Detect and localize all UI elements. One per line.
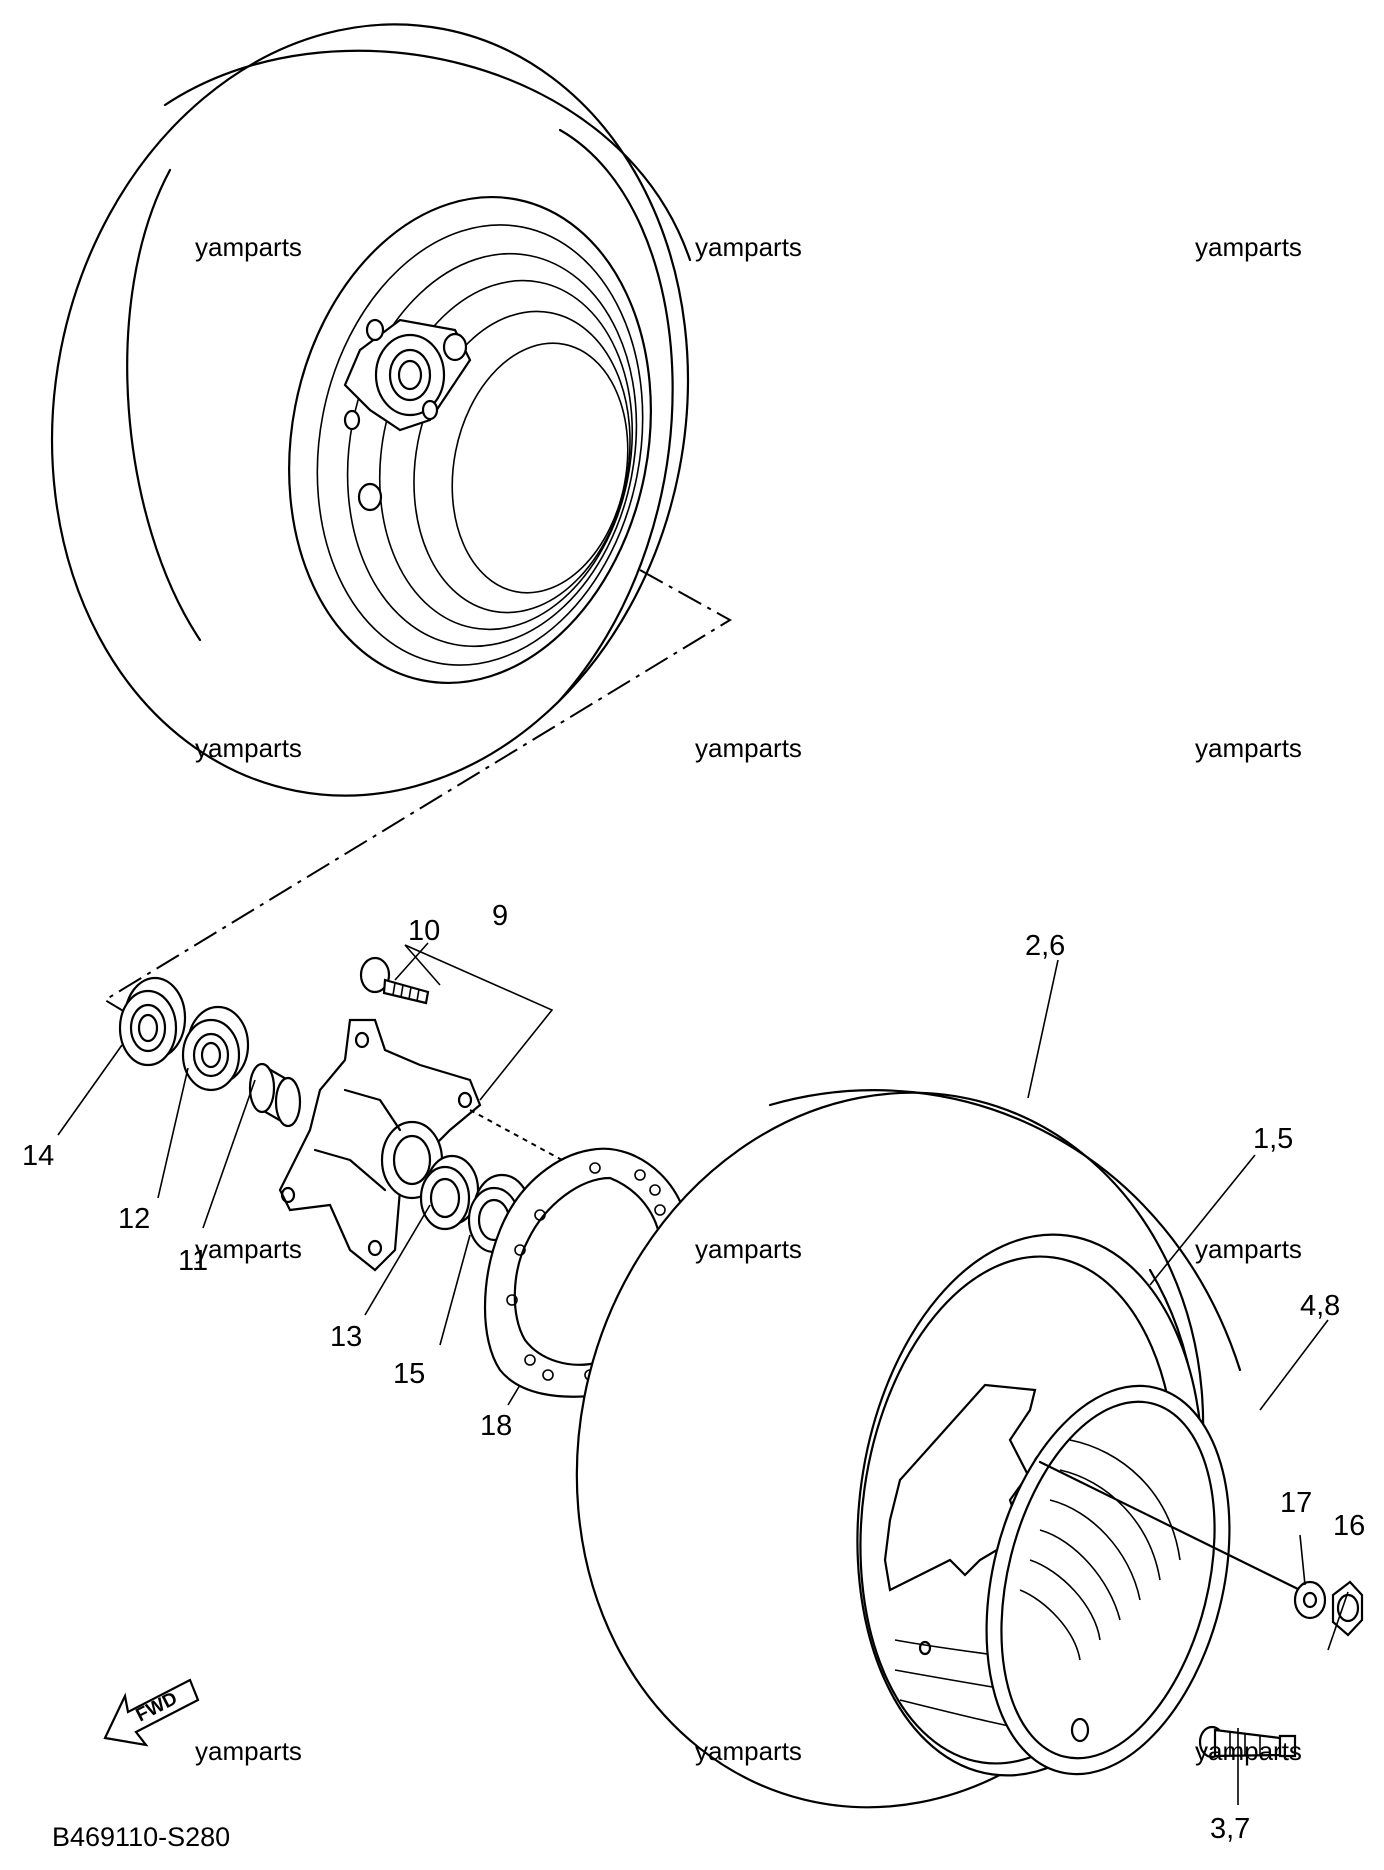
spacer-11 (248, 1062, 302, 1128)
top-assembled-wheel (50, 23, 692, 797)
assembly-line-stud (1038, 1460, 1302, 1592)
callout-9: 9 (492, 900, 508, 932)
watermark: yamparts (195, 733, 302, 763)
watermark: yamparts (695, 1736, 802, 1766)
washer-17 (1293, 1580, 1327, 1620)
callout-12: 12 (118, 1203, 150, 1235)
callout-10: 10 (408, 915, 440, 947)
callout-15: 15 (393, 1358, 425, 1390)
hub-9 (278, 1018, 482, 1272)
watermark: yamparts (1195, 1234, 1302, 1264)
fwd-arrow: FWD (103, 1678, 200, 1747)
watermark: yamparts (1195, 733, 1302, 763)
nut-16 (1331, 1580, 1364, 1637)
callout-2-6: 2,6 (1025, 930, 1065, 962)
callout-18: 18 (480, 1410, 512, 1442)
watermark: yamparts (195, 1234, 302, 1264)
callout-3-7: 3,7 (1210, 1813, 1250, 1845)
bottom-exploded-wheel (575, 1089, 1242, 1809)
watermark: yamparts (195, 232, 302, 262)
leader-lines (57, 942, 1349, 1805)
watermark: yamparts (695, 232, 802, 262)
callout-16: 16 (1333, 1510, 1365, 1542)
callout-14: 14 (22, 1140, 54, 1172)
callout-1-5: 1,5 (1253, 1123, 1293, 1155)
diagram-code: B469110-S280 (52, 1822, 230, 1852)
bearing-12 (181, 1005, 250, 1092)
watermark: yamparts (695, 1234, 802, 1264)
bolt-10 (359, 956, 430, 1005)
callout-4-8: 4,8 (1300, 1290, 1340, 1322)
callouts: 1,5 2,6 3,7 4,8 9 10 11 12 13 14 15 16 1… (22, 900, 1365, 1845)
callout-17: 17 (1280, 1487, 1312, 1519)
watermark: yamparts (1195, 1736, 1302, 1766)
seal-13 (419, 1154, 480, 1231)
watermarks: yamparts yamparts yamparts yamparts yamp… (195, 232, 1302, 1766)
assembly-chain-line (103, 569, 732, 1013)
assembly-line-disc-to-hub (469, 1109, 563, 1161)
watermark: yamparts (195, 1736, 302, 1766)
callout-13: 13 (330, 1321, 362, 1353)
valve-3-7 (1198, 1725, 1297, 1759)
watermark: yamparts (695, 733, 802, 763)
callout-11: 11 (178, 1245, 208, 1277)
watermark: yamparts (1195, 232, 1302, 262)
bearing-14 (118, 976, 187, 1067)
